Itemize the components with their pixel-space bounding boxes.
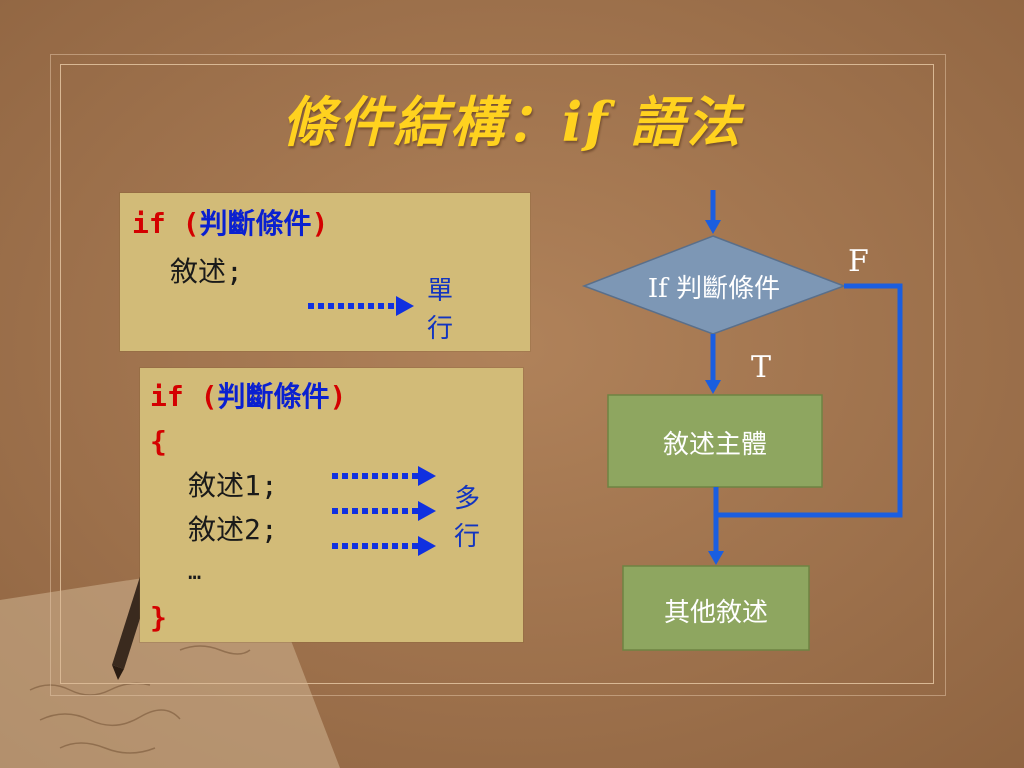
condition-text: 判斷條件 bbox=[217, 380, 330, 413]
paren-close: ) bbox=[329, 380, 347, 413]
dotted-arrow-stmt2 bbox=[332, 501, 436, 521]
code-line-if-multi: if (判斷條件) bbox=[150, 383, 346, 411]
slide-title: 條件結構：if 語法 bbox=[281, 90, 743, 154]
dotted-arrow-single bbox=[308, 296, 414, 316]
flow-merge-arrow bbox=[708, 487, 724, 565]
paren-close: ) bbox=[311, 207, 329, 240]
flow-true-arrow bbox=[705, 334, 721, 394]
code-statement-2: 敘述2; bbox=[188, 513, 278, 546]
statement-body-label: 敘述主體 bbox=[662, 430, 767, 460]
note-single-line: 單 行 bbox=[425, 272, 455, 348]
note-char: 行 bbox=[426, 314, 453, 344]
false-label: F bbox=[848, 244, 869, 279]
keyword-if: if bbox=[132, 207, 166, 240]
code-statement-1: 敘述1; bbox=[188, 469, 278, 502]
next-statement-label: 其他敘述 bbox=[663, 598, 768, 628]
note-char: 多 bbox=[453, 484, 480, 514]
brace-open: { bbox=[150, 425, 167, 458]
slide-frame-outer bbox=[50, 54, 946, 696]
code-block-single bbox=[120, 193, 530, 351]
slide-frame bbox=[60, 64, 934, 684]
code-statement-single: 敘述; bbox=[170, 255, 243, 288]
code-line-if-single: if (判斷條件) bbox=[132, 210, 328, 238]
note-multi-line: 多 行 bbox=[452, 480, 482, 556]
note-char: 單 bbox=[426, 276, 453, 306]
dotted-arrow-stmt1 bbox=[332, 466, 436, 486]
note-char: 行 bbox=[453, 522, 480, 552]
paren-open: ( bbox=[183, 380, 218, 413]
next-statement-box bbox=[622, 565, 810, 651]
code-block-multi bbox=[140, 368, 523, 642]
statement-body-box bbox=[607, 394, 823, 488]
decision-label: If 判斷條件 bbox=[647, 274, 781, 304]
condition-text: 判斷條件 bbox=[199, 207, 312, 240]
keyword-if: if bbox=[150, 380, 184, 413]
flow-entry-arrow bbox=[705, 190, 721, 234]
code-ellipsis: … bbox=[188, 560, 202, 585]
flow-false-path bbox=[716, 283, 903, 518]
paren-open: ( bbox=[165, 207, 200, 240]
true-label: T bbox=[751, 350, 772, 385]
brace-close: } bbox=[150, 601, 167, 634]
dotted-arrow-stmt3 bbox=[332, 536, 436, 556]
